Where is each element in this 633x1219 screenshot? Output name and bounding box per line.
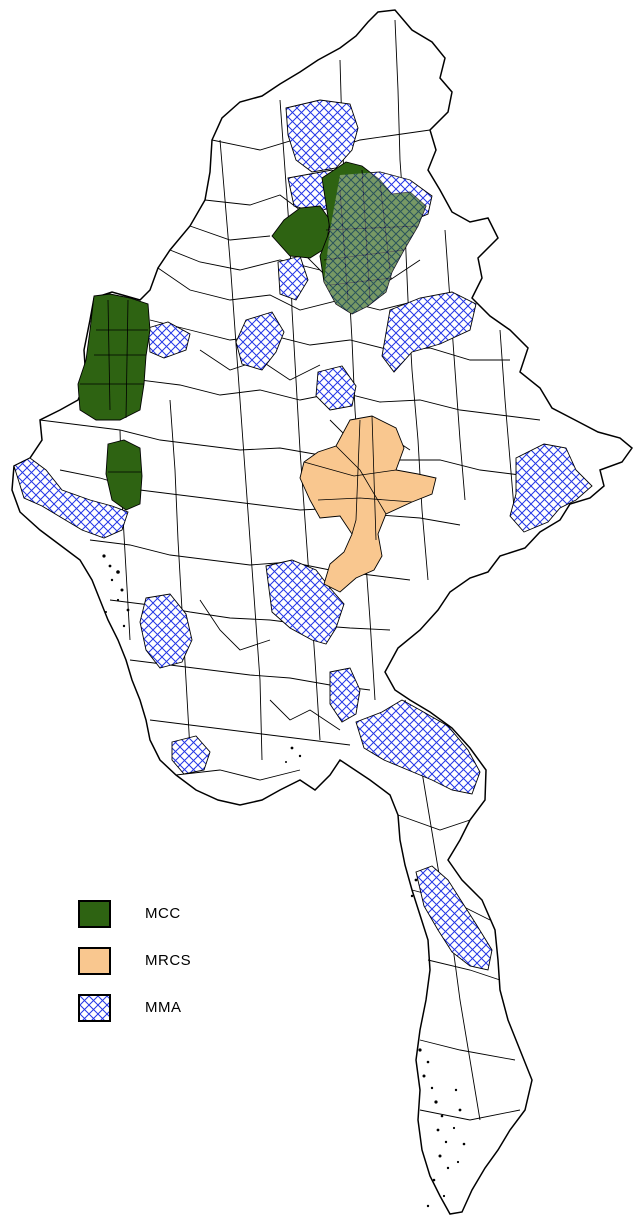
- mma-region: [509, 443, 593, 533]
- mma-region: [171, 735, 211, 775]
- mma-region: [285, 99, 359, 173]
- coastal-islands: [102, 554, 466, 1208]
- legend-label-mma: MMA: [145, 999, 182, 1016]
- mma-region: [147, 321, 191, 359]
- mma-region: [315, 365, 357, 411]
- legend-item-mrcs: MRCS: [78, 947, 278, 975]
- mcc-mma-overlap: [324, 172, 426, 314]
- mrcs-internal-lines: [303, 415, 413, 541]
- legend-swatch-mcc: [78, 900, 111, 928]
- mma-region: [381, 291, 477, 373]
- mma-region: [355, 699, 481, 795]
- legend-item-mcc: MCC: [78, 900, 278, 928]
- map-legend: MCC MRCS MMA: [78, 900, 278, 1041]
- legend-label-mcc: MCC: [145, 905, 181, 922]
- mrcs-region: [299, 415, 437, 593]
- mcc-region: [105, 439, 143, 511]
- mma-region: [329, 667, 361, 723]
- legend-item-mma: MMA: [78, 994, 278, 1022]
- legend-swatch-mrcs: [78, 947, 111, 975]
- mma-region: [235, 311, 285, 371]
- legend-swatch-mma: [78, 994, 111, 1022]
- legend-label-mrcs: MRCS: [145, 952, 192, 969]
- mma-region: [13, 457, 129, 539]
- mma-region: [415, 865, 493, 971]
- mma-region: [139, 593, 193, 669]
- mcc-region: [77, 293, 151, 421]
- mrcs-regions: [299, 415, 437, 593]
